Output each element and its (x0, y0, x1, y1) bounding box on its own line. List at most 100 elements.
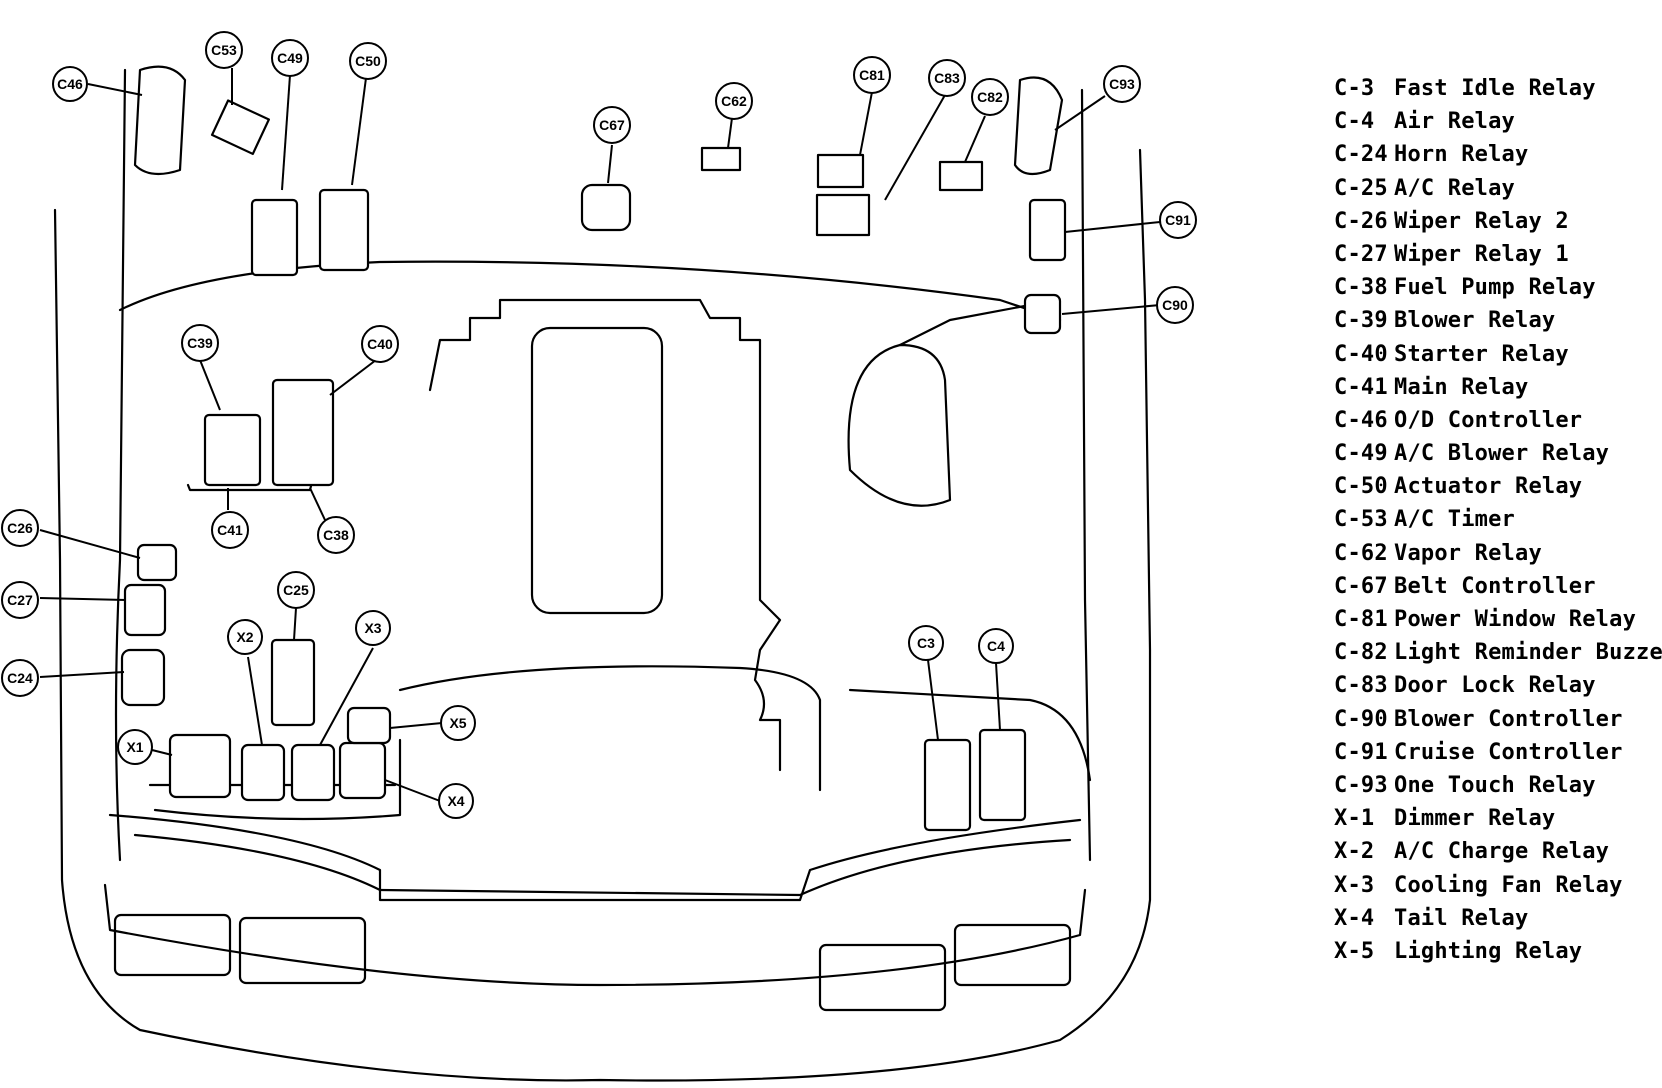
legend-label: Fast Idle Relay (1394, 76, 1596, 101)
legend-label: Main Relay (1394, 374, 1529, 400)
c62-component (700, 146, 742, 172)
callout-c39: C39 (181, 324, 219, 362)
legend-label: O/D Controller (1394, 407, 1583, 433)
svg-text:C24: C24 (7, 670, 33, 686)
legend-code: C-4 (1334, 109, 1375, 135)
callout-x1: X1 (117, 729, 153, 765)
legend-code: C-81 (1334, 607, 1388, 632)
callout-c3: C3 (908, 625, 944, 661)
c83-component (815, 193, 871, 237)
legend-label: Cooling Fan Relay (1394, 872, 1623, 898)
c90-component (1023, 293, 1062, 335)
callout-x2: X2 (227, 619, 263, 655)
legend-code: C-93 (1334, 772, 1388, 798)
callout-c90: C90 (1156, 286, 1194, 324)
callout-c82: C82 (971, 78, 1009, 116)
legend-code: C-46 (1334, 407, 1388, 433)
svg-text:C82: C82 (977, 89, 1003, 105)
legend-label: Belt Controller (1394, 573, 1596, 599)
legend-label: One Touch Relay (1394, 772, 1596, 798)
radiator (398, 665, 822, 792)
svg-text:X3: X3 (364, 620, 381, 636)
svg-text:C49: C49 (277, 50, 303, 66)
headlight-right-outer (953, 923, 1072, 987)
x2-component (240, 743, 286, 802)
c82-component (938, 160, 984, 192)
legend-code: C-91 (1334, 739, 1388, 765)
legend-code: C-83 (1334, 673, 1388, 699)
svg-text:X1: X1 (126, 739, 143, 755)
legend-label: Wiper Relay 1 (1394, 241, 1569, 267)
legend-label: Fuel Pump Relay (1394, 275, 1596, 301)
c27-component (123, 583, 167, 637)
callout-c4: C4 (978, 628, 1014, 664)
fender-right-inner (1080, 88, 1092, 862)
svg-text:C3: C3 (917, 635, 935, 651)
legend-code: C-50 (1334, 474, 1388, 500)
c67-component (580, 183, 632, 232)
valve-cover (530, 326, 664, 615)
svg-text:X4: X4 (447, 793, 464, 809)
svg-text:C91: C91 (1165, 212, 1191, 228)
callout-c53: C53 (205, 31, 243, 69)
c25-component (270, 638, 316, 727)
car-body-outline (53, 148, 1152, 1082)
c4-component (978, 728, 1027, 822)
x3-component (290, 743, 336, 802)
x1-component (168, 733, 232, 799)
right-inner-line (848, 688, 1092, 782)
legend-label: Tail Relay (1394, 905, 1529, 931)
legend-code: C-41 (1334, 374, 1388, 400)
svg-text:C67: C67 (599, 117, 625, 133)
svg-text:C90: C90 (1162, 297, 1188, 313)
callout-c24: C24 (1, 659, 39, 697)
callout-c50: C50 (349, 42, 387, 80)
svg-text:C39: C39 (187, 335, 213, 351)
callout-c27: C27 (1, 581, 39, 619)
legend-code: C-25 (1334, 175, 1388, 201)
legend-label: Light Reminder Buzzer (1394, 640, 1662, 666)
legend-code: C-82 (1334, 640, 1388, 666)
c24-component (120, 648, 166, 707)
c49-component (250, 198, 299, 277)
legend-label: Wiper Relay 2 (1394, 208, 1569, 234)
radiator-support (133, 833, 1072, 897)
fender-left-inner (114, 68, 127, 862)
svg-text:X2: X2 (236, 629, 253, 645)
callout-c93: C93 (1103, 65, 1141, 103)
svg-text:C53: C53 (211, 42, 237, 58)
legend-code: X-5 (1334, 938, 1375, 964)
callout-c62: C62 (715, 82, 753, 120)
callout-c67: C67 (593, 106, 631, 144)
svg-text:C93: C93 (1109, 76, 1135, 92)
legend-code: C-27 (1334, 241, 1388, 267)
headlight-left-outer (113, 913, 232, 977)
svg-text:X5: X5 (449, 715, 466, 731)
legend-code: C-26 (1334, 208, 1388, 234)
legend-code: C-39 (1334, 308, 1388, 334)
headlight-right-inner (818, 943, 947, 1012)
legend-code: C-62 (1334, 540, 1388, 566)
callout-c41: C41 (211, 511, 249, 549)
svg-text:C46: C46 (57, 76, 83, 92)
legend-code: C-24 (1334, 142, 1388, 168)
legend-label: Starter Relay (1394, 341, 1569, 367)
strut-tower (847, 343, 952, 507)
firewall-line (118, 260, 1062, 322)
